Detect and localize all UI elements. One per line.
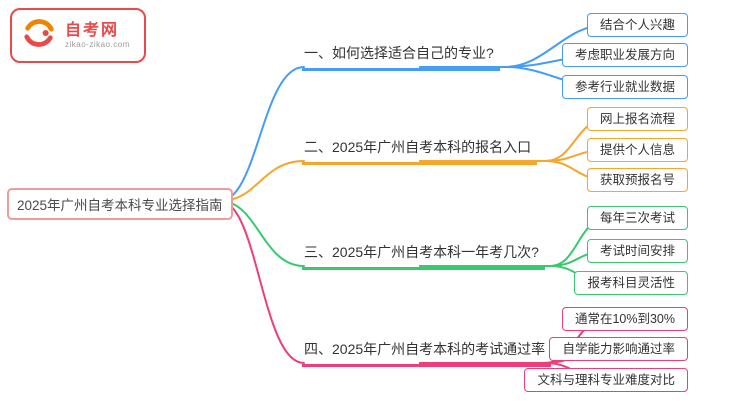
root-node: 2025年广州自考本科专业选择指南	[7, 188, 233, 220]
leaf-node-2-1: 网上报名流程	[586, 107, 688, 131]
leaf-node-3-2: 考试时间安排	[586, 239, 688, 263]
leaf-node-2-2: 提供个人信息	[586, 138, 688, 162]
leaf-node-1-3: 参考行业就业数据	[561, 75, 688, 99]
logo-subtitle: zikao-zikao.com	[65, 39, 130, 49]
leaf-node-3-3: 报考科目灵活性	[574, 271, 688, 295]
leaf-node-4-2: 自学能力影响通过率	[549, 337, 688, 361]
leaf-node-2-3: 获取预报名号	[586, 168, 688, 192]
leaf-node-4-1: 通常在10%到30%	[561, 307, 688, 331]
branch-label-2: 二、2025年广州自考本科的报名入口	[302, 137, 538, 165]
logo-icon	[22, 16, 56, 55]
logo: 自考网 zikao-zikao.com	[10, 8, 146, 63]
leaf-node-1-1: 结合个人兴趣	[586, 13, 688, 37]
logo-title: 自考网	[65, 21, 120, 39]
leaf-node-4-3: 文科与理科专业难度对比	[524, 368, 688, 392]
branch-label-1: 一、如何选择适合自己的专业?	[302, 43, 500, 71]
connector-root-branch4	[219, 200, 305, 364]
connector-root-branch3	[219, 200, 305, 267]
branch-label-4: 四、2025年广州自考本科的考试通过率	[302, 339, 552, 367]
leaf-node-3-1: 每年三次考试	[586, 206, 688, 230]
branch-label-3: 三、2025年广州自考本科一年考几次?	[302, 242, 545, 270]
leaf-node-1-2: 考虑职业发展方向	[561, 43, 688, 67]
